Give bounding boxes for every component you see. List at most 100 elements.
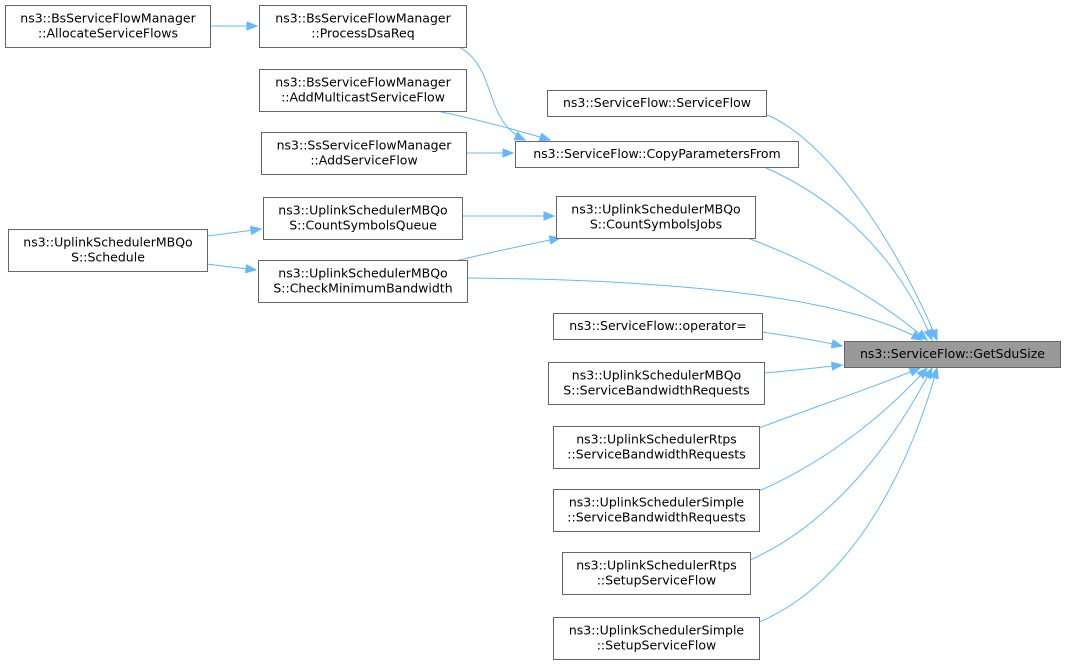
arrow-head-icon [502, 148, 515, 158]
node-label-line: ns3::UplinkSchedulerMBQo [571, 202, 740, 217]
node-simple_ssf[interactable]: ns3::UplinkSchedulerSimple::SetupService… [553, 617, 760, 660]
node-label-line: ns3::ServiceFlow::GetSduSize [860, 346, 1045, 361]
node-label-line: S::ServiceBandwidthRequests [563, 383, 749, 398]
node-countqueue[interactable]: ns3::UplinkSchedulerMBQoS::CountSymbolsQ… [263, 197, 463, 240]
node-box [515, 141, 799, 168]
arrow-head-icon [244, 263, 258, 274]
edge-rtps_sbr-to-root [758, 367, 922, 429]
arrow-head-icon [915, 329, 929, 341]
edge-copyparams-to-root [763, 166, 933, 342]
edge-checkminbw-to-root [466, 277, 924, 341]
edge-line [758, 367, 921, 429]
node-opassign[interactable]: ns3::ServiceFlow::operator= [553, 313, 763, 340]
node-box [261, 132, 467, 175]
node-label-line: ns3::ServiceFlow::ServiceFlow [563, 95, 751, 110]
node-box [5, 5, 211, 48]
edge-ss_addsf-to-copyparams [466, 148, 515, 158]
edge-line [763, 166, 933, 341]
edges [206, 21, 939, 623]
edge-countqueue-to-countjobs [461, 211, 556, 221]
node-simple_sbr[interactable]: ns3::UplinkSchedulerSimple::ServiceBandw… [553, 489, 760, 532]
edge-addmulticast-to-copyparams [436, 110, 552, 142]
node-box [547, 90, 767, 117]
edge-mbqos_sbr-to-root [763, 361, 844, 374]
edge-rtps_ssf-to-root [749, 366, 933, 561]
node-label-line: S::Schedule [71, 250, 145, 265]
node-box [844, 341, 1061, 368]
edge-line [761, 331, 843, 347]
arrow-head-icon [916, 366, 928, 380]
node-mbqos_sbr[interactable]: ns3::UplinkSchedulerMBQoS::ServiceBandwi… [548, 362, 765, 405]
node-allocsf[interactable]: ns3::BsServiceFlowManager::AllocateServi… [5, 5, 211, 48]
node-label-line: ns3::BsServiceFlowManager [275, 11, 451, 26]
arrow-head-icon [929, 366, 939, 380]
node-processdsa[interactable]: ns3::BsServiceFlowManager::ProcessDsaReq [259, 5, 467, 48]
node-copyparams[interactable]: ns3::ServiceFlow::CopyParametersFrom [515, 141, 799, 168]
edge-line [763, 364, 843, 374]
arrow-head-icon [831, 361, 844, 371]
edge-line [758, 367, 928, 492]
arrow-head-icon [246, 21, 259, 31]
node-label-line: S::CheckMinimumBandwidth [273, 281, 452, 296]
node-box [553, 313, 763, 340]
node-label-line: ::AddMulticastServiceFlow [281, 90, 445, 105]
node-box [553, 426, 760, 469]
edge-checkminbw-to-countjobs [454, 235, 562, 262]
edge-line [466, 277, 923, 341]
node-box [548, 362, 765, 405]
edge-simple_sbr-to-root [758, 366, 928, 492]
edge-line [764, 113, 938, 341]
node-box [553, 617, 760, 660]
edge-processdsa-to-copyparams [449, 42, 527, 141]
arrow-head-icon [922, 366, 933, 380]
node-label-line: ::AddServiceFlow [310, 153, 417, 168]
arrow-head-icon [513, 131, 527, 141]
node-label-line: ::ServiceBandwidthRequests [567, 447, 745, 462]
node-label-line: S::CountSymbolsQueue [289, 218, 437, 233]
arrow-head-icon [910, 330, 924, 341]
node-label-line: ns3::UplinkSchedulerMBQo [23, 235, 192, 250]
node-rtps_ssf[interactable]: ns3::UplinkSchedulerRtps::SetupServiceFl… [562, 552, 751, 595]
node-label-line: ns3::BsServiceFlowManager [275, 75, 451, 90]
arrow-head-icon [543, 211, 556, 221]
edge-line [749, 367, 933, 561]
node-label-line: ns3::UplinkSchedulerSimple [569, 623, 745, 638]
node-root[interactable]: ns3::ServiceFlow::GetSduSize [844, 341, 1061, 368]
node-label-line: ns3::ServiceFlow::CopyParametersFrom [533, 146, 781, 161]
node-box [556, 196, 756, 239]
edge-line [744, 236, 928, 341]
edge-schedule-to-checkminbw [206, 263, 258, 274]
arrow-head-icon [908, 367, 922, 377]
edge-line [758, 367, 938, 623]
edge-line [436, 110, 551, 141]
node-label-line: ::SetupServiceFlow [597, 573, 717, 588]
node-label-line: ns3::UplinkSchedulerMBQo [278, 203, 447, 218]
node-label-line: ns3::UplinkSchedulerMBQo [572, 368, 741, 383]
node-rtps_sbr[interactable]: ns3::UplinkSchedulerRtps::ServiceBandwid… [553, 426, 760, 469]
node-ss_addsf[interactable]: ns3::SsServiceFlowManager::AddServiceFlo… [261, 132, 467, 175]
nodes: ns3::ServiceFlow::GetSduSize ns3::Service… [5, 5, 1061, 660]
node-checkminbw[interactable]: ns3::UplinkSchedulerMBQoS::CheckMinimumB… [258, 260, 468, 303]
edge-simple_ssf-to-root [758, 366, 939, 623]
node-sf_ctor[interactable]: ns3::ServiceFlow::ServiceFlow [547, 90, 767, 117]
node-label-line: ns3::UplinkSchedulerMBQo [278, 266, 447, 281]
node-label-line: ::ServiceBandwidthRequests [567, 510, 745, 525]
node-label-line: S::CountSymbolsJobs [590, 217, 722, 232]
node-label-line: ::SetupServiceFlow [597, 638, 717, 653]
node-countjobs[interactable]: ns3::UplinkSchedulerMBQoS::CountSymbolsJ… [556, 196, 756, 239]
node-box [259, 69, 467, 112]
edge-schedule-to-countqueue [206, 225, 263, 237]
node-label-line: ::ProcessDsaReq [311, 26, 414, 41]
node-label-line: ns3::UplinkSchedulerRtps [576, 432, 737, 447]
node-addmulticast[interactable]: ns3::BsServiceFlowManager::AddMulticastS… [259, 69, 467, 112]
edge-line [454, 237, 561, 262]
node-box [553, 489, 760, 532]
arrow-head-icon [923, 328, 933, 342]
edge-countjobs-to-root [744, 236, 929, 341]
node-label-line: ns3::UplinkSchedulerSimple [569, 495, 745, 510]
edge-allocsf-to-processdsa [209, 21, 259, 31]
node-label-line: ns3::UplinkSchedulerRtps [576, 558, 737, 573]
arrow-head-icon [249, 225, 263, 236]
